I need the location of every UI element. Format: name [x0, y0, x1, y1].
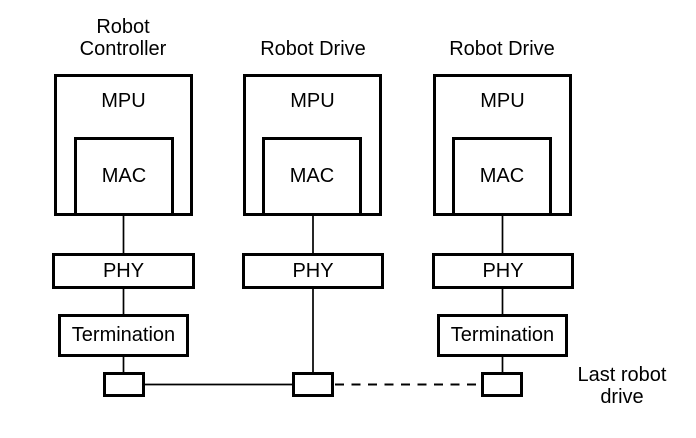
termination-label: Termination — [450, 324, 555, 346]
mac-box-controller: MAC — [74, 137, 174, 216]
mac-label: MAC — [479, 165, 525, 187]
column-title-robot-drive-1: Robot Drive — [233, 38, 393, 60]
column-title-robot-controller: Robot Controller — [43, 16, 203, 60]
phy-label: PHY — [102, 259, 145, 282]
title-line-1: Robot Drive — [449, 38, 555, 60]
title-line-2: Controller — [79, 38, 167, 60]
phy-box-drive-2: PHY — [432, 253, 574, 289]
termination-box-drive-2: Termination — [437, 314, 568, 357]
phy-label: PHY — [292, 259, 334, 282]
bus-connector-box-3 — [481, 372, 523, 397]
termination-box-controller: Termination — [58, 314, 189, 357]
annotation-line-2: drive — [600, 386, 644, 408]
phy-box-drive-1: PHY — [242, 253, 384, 289]
title-line-1: Robot Drive — [260, 38, 366, 60]
mac-label: MAC — [101, 165, 147, 187]
mac-box-drive-1: MAC — [262, 137, 362, 216]
annotation-line-1: Last robot — [577, 364, 667, 386]
column-title-robot-drive-2: Robot Drive — [422, 38, 582, 60]
last-robot-drive-annotation: Last robot drive — [557, 364, 687, 408]
phy-label: PHY — [482, 259, 524, 282]
mac-label: MAC — [289, 165, 335, 187]
mpu-label: MPU — [101, 90, 146, 112]
bus-connector-box-1 — [103, 372, 145, 397]
title-line-1: Robot — [96, 16, 150, 38]
mpu-label: MPU — [290, 90, 335, 112]
bus-connector-box-2 — [292, 372, 334, 397]
phy-box-controller: PHY — [52, 253, 195, 289]
mpu-label: MPU — [480, 90, 525, 112]
termination-label: Termination — [71, 324, 176, 346]
mac-box-drive-2: MAC — [452, 137, 552, 216]
